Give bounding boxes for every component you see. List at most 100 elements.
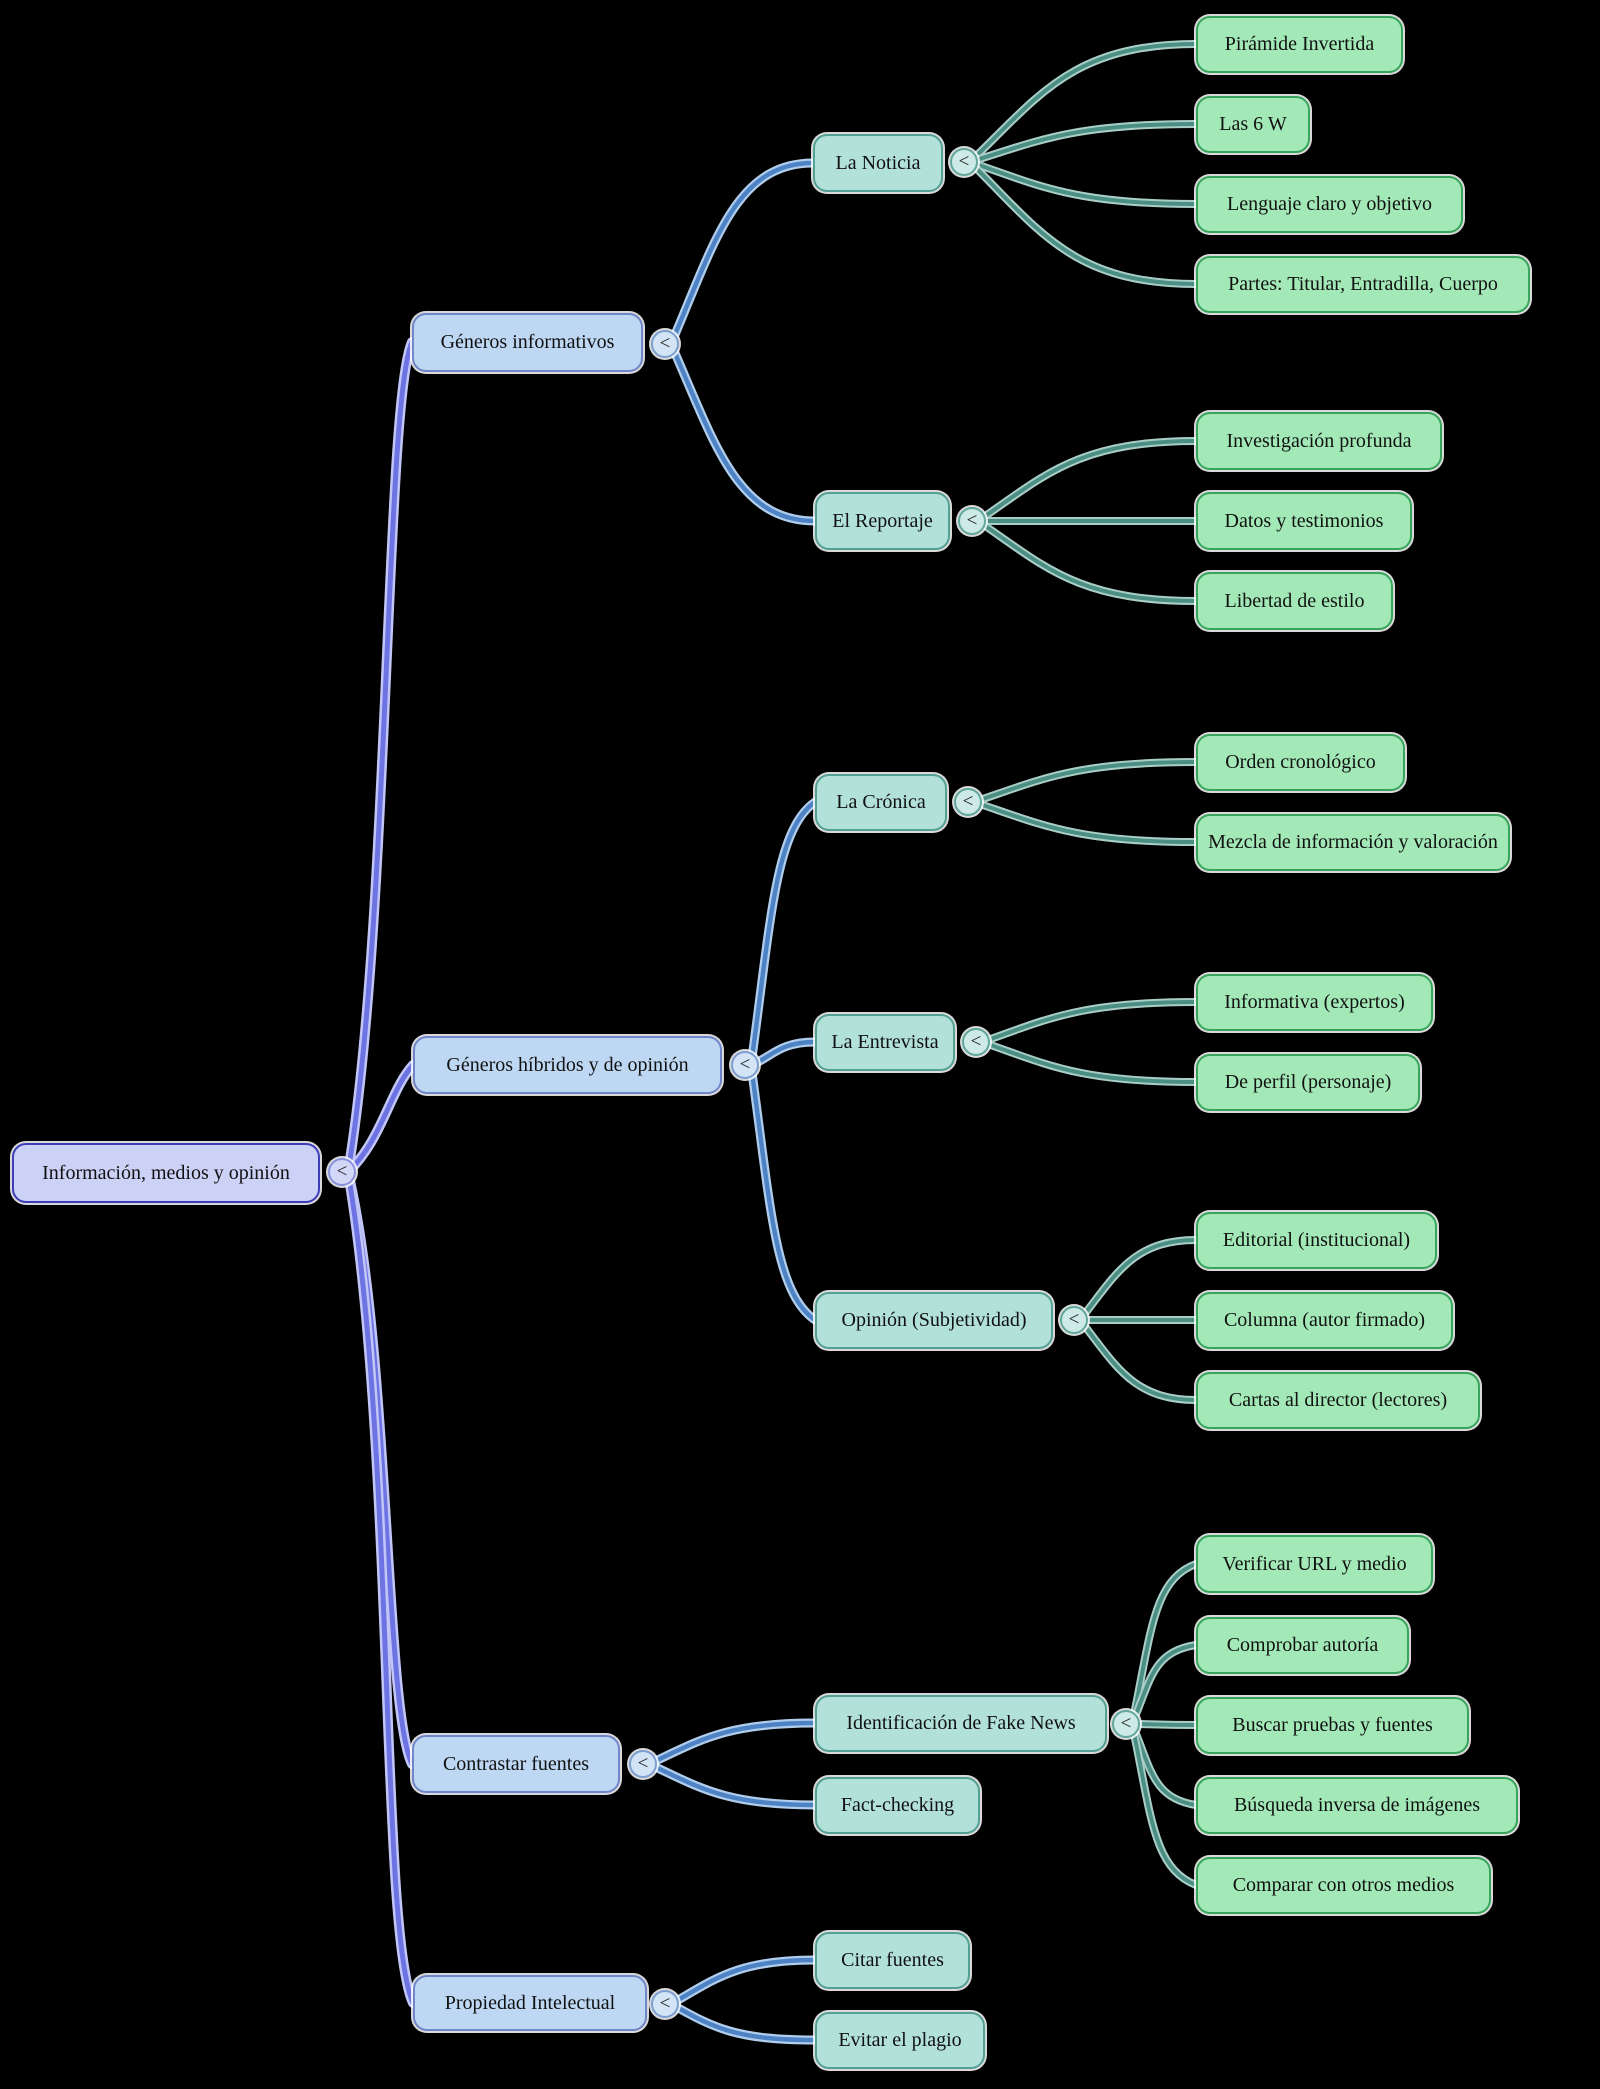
- edge-la-entrevista-informativa-expertos: [978, 998, 1200, 1046]
- node-fake-news-label: Identificación de Fake News: [846, 1712, 1076, 1734]
- node-la-entrevista: La Entrevista: [815, 1014, 955, 1071]
- edge-propiedad-intelectual-citar-fuentes: [666, 1955, 820, 2009]
- toggle-propiedad-intelectual[interactable]: <: [651, 1990, 679, 2018]
- node-cartas-director-label: Cartas al director (lectores): [1228, 1389, 1448, 1411]
- collapse-icon: <: [336, 1161, 348, 1182]
- toggle-la-cronica[interactable]: <: [954, 788, 982, 816]
- node-root-label: Información, medios y opinión: [42, 1161, 290, 1184]
- node-investigacion-profunda-label: Investigación profunda: [1226, 429, 1412, 452]
- collapse-icon: <: [970, 1031, 982, 1052]
- node-orden-cronologico: Orden cronológico: [1196, 734, 1405, 791]
- node-datos-testimonios: Datos y testimonios: [1196, 492, 1412, 550]
- edge-root-propiedad-intelectual: [343, 1167, 418, 2008]
- node-opinion-subjetividad-label: Opinión (Subjetividad): [841, 1309, 1027, 1331]
- node-root: Información, medios y opinión: [12, 1143, 320, 1203]
- node-el-reportaje-label: El Reportaje: [832, 509, 933, 532]
- edge-generos-informativos-la-noticia: [666, 158, 818, 349]
- toggle-el-reportaje[interactable]: <: [958, 507, 986, 535]
- node-comprobar-autoria-label: Comprobar autoría: [1226, 1634, 1379, 1656]
- node-buscar-pruebas: Buscar pruebas y fuentes: [1196, 1697, 1469, 1754]
- collapse-icon: <: [739, 1054, 751, 1075]
- node-evitar-plagio-label: Evitar el plagio: [838, 2029, 962, 2051]
- node-orden-cronologico-label: Orden cronológico: [1225, 751, 1376, 773]
- collapse-icon: <: [966, 510, 978, 531]
- edge-la-noticia-las-6-w: [966, 120, 1200, 166]
- edge-la-entrevista-de-perfil: [978, 1038, 1200, 1086]
- collapse-icon: <: [637, 1753, 649, 1774]
- node-de-perfil-label: De perfil (personaje): [1224, 1071, 1392, 1093]
- edge-generos-informativos-el-reportaje: [666, 339, 820, 526]
- collapse-icon: <: [659, 333, 671, 354]
- node-partes-titular-label: Partes: Titular, Entradilla, Cuerpo: [1228, 273, 1498, 295]
- node-investigacion-profunda: Investigación profunda: [1196, 412, 1442, 470]
- node-la-noticia: La Noticia: [813, 134, 943, 192]
- edge-opinion-editorial: [1076, 1236, 1200, 1324]
- node-buscar-pruebas-label: Buscar pruebas y fuentes: [1232, 1714, 1433, 1736]
- node-generos-hibridos-label: Géneros híbridos y de opinión: [446, 1053, 689, 1076]
- edge-root-generos-informativos: [343, 337, 417, 1177]
- node-el-reportaje: El Reportaje: [815, 492, 950, 550]
- edge-la-cronica-orden-cronologico: [970, 758, 1200, 806]
- node-comprobar-autoria: Comprobar autoría: [1196, 1617, 1409, 1674]
- edge-opinion-cartas-director: [1076, 1316, 1200, 1404]
- node-informativa-expertos-label: Informativa (expertos): [1224, 991, 1405, 1013]
- node-fact-checking: Fact-checking: [815, 1777, 980, 1834]
- node-citar-fuentes: Citar fuentes: [815, 1932, 970, 1989]
- node-la-cronica: La Crónica: [815, 774, 947, 831]
- toggle-fake-news[interactable]: <: [1112, 1710, 1140, 1738]
- edge-contrastar-fuentes-fact-checking: [644, 1759, 820, 1810]
- edge-la-noticia-lenguaje-claro: [966, 158, 1200, 208]
- node-cartas-director: Cartas al director (lectores): [1196, 1372, 1480, 1429]
- toggle-opinion-subjetividad[interactable]: <: [1060, 1306, 1088, 1334]
- edge-root-generos-hibridos: [343, 1060, 418, 1177]
- node-columna-label: Columna (autor firmado): [1223, 1309, 1426, 1331]
- node-lenguaje-claro-label: Lenguaje claro y objetivo: [1227, 193, 1432, 215]
- node-evitar-plagio: Evitar el plagio: [815, 2012, 985, 2069]
- node-libertad-estilo: Libertad de estilo: [1196, 572, 1393, 630]
- node-fake-news: Identificación de Fake News: [815, 1695, 1107, 1752]
- node-libertad-estilo-label: Libertad de estilo: [1224, 589, 1365, 612]
- node-editorial: Editorial (institucional): [1196, 1212, 1437, 1269]
- toggle-generos-informativos[interactable]: <: [651, 330, 679, 358]
- toggle-la-noticia[interactable]: <: [950, 148, 978, 176]
- node-informativa-expertos: Informativa (expertos): [1196, 974, 1433, 1031]
- toggle-root[interactable]: <: [328, 1158, 356, 1186]
- edge-fake-news-verificar-url: [1128, 1560, 1200, 1728]
- edge-contrastar-fuentes-fake-news: [644, 1718, 820, 1769]
- node-generos-informativos-label: Géneros informativos: [440, 331, 615, 353]
- node-lenguaje-claro: Lenguaje claro y objetivo: [1196, 176, 1463, 233]
- node-columna: Columna (autor firmado): [1196, 1292, 1453, 1349]
- edge-fake-news-comparar-medios: [1128, 1720, 1200, 1889]
- node-la-noticia-label: La Noticia: [835, 151, 921, 174]
- node-contrastar-fuentes-label: Contrastar fuentes: [442, 1752, 590, 1775]
- node-comparar-medios: Comparar con otros medios: [1196, 1857, 1491, 1914]
- edge-el-reportaje-investigacion-profunda: [974, 437, 1200, 525]
- node-opinion-subjetividad: Opinión (Subjetividad): [815, 1292, 1053, 1349]
- node-comparar-medios-label: Comparar con otros medios: [1232, 1874, 1455, 1896]
- node-piramide-invertida: Pirámide Invertida: [1196, 16, 1403, 73]
- edge-generos-hibridos-opinion: [746, 1060, 820, 1325]
- node-editorial-label: Editorial (institucional): [1222, 1229, 1411, 1251]
- node-partes-titular: Partes: Titular, Entradilla, Cuerpo: [1196, 256, 1530, 313]
- node-la-entrevista-label: La Entrevista: [831, 1031, 939, 1053]
- edge-la-noticia-partes-titular: [966, 158, 1200, 288]
- collapse-icon: <: [1068, 1309, 1080, 1330]
- collapse-icon: <: [962, 791, 974, 812]
- node-propiedad-intelectual: Propiedad Intelectual: [413, 1975, 647, 2031]
- edge-generos-hibridos-la-entrevista: [746, 1037, 820, 1070]
- node-mezcla-informacion-label: Mezcla de información y valoración: [1208, 831, 1498, 853]
- edge-el-reportaje-libertad-estilo: [974, 517, 1200, 605]
- node-mezcla-informacion: Mezcla de información y valoración: [1196, 814, 1510, 871]
- node-generos-informativos: Géneros informativos: [412, 313, 643, 372]
- node-la-cronica-label: La Crónica: [836, 791, 926, 813]
- node-busqueda-inversa: Búsqueda inversa de imágenes: [1196, 1777, 1518, 1834]
- toggle-la-entrevista[interactable]: <: [962, 1028, 990, 1056]
- toggle-generos-hibridos[interactable]: <: [731, 1051, 759, 1079]
- node-fact-checking-label: Fact-checking: [840, 1794, 955, 1816]
- edge-fake-news-comprobar-autoria: [1128, 1641, 1200, 1728]
- toggle-contrastar-fuentes[interactable]: <: [629, 1750, 657, 1778]
- edge-propiedad-intelectual-evitar-plagio: [666, 1999, 820, 2045]
- node-las-6-w: Las 6 W: [1196, 96, 1310, 153]
